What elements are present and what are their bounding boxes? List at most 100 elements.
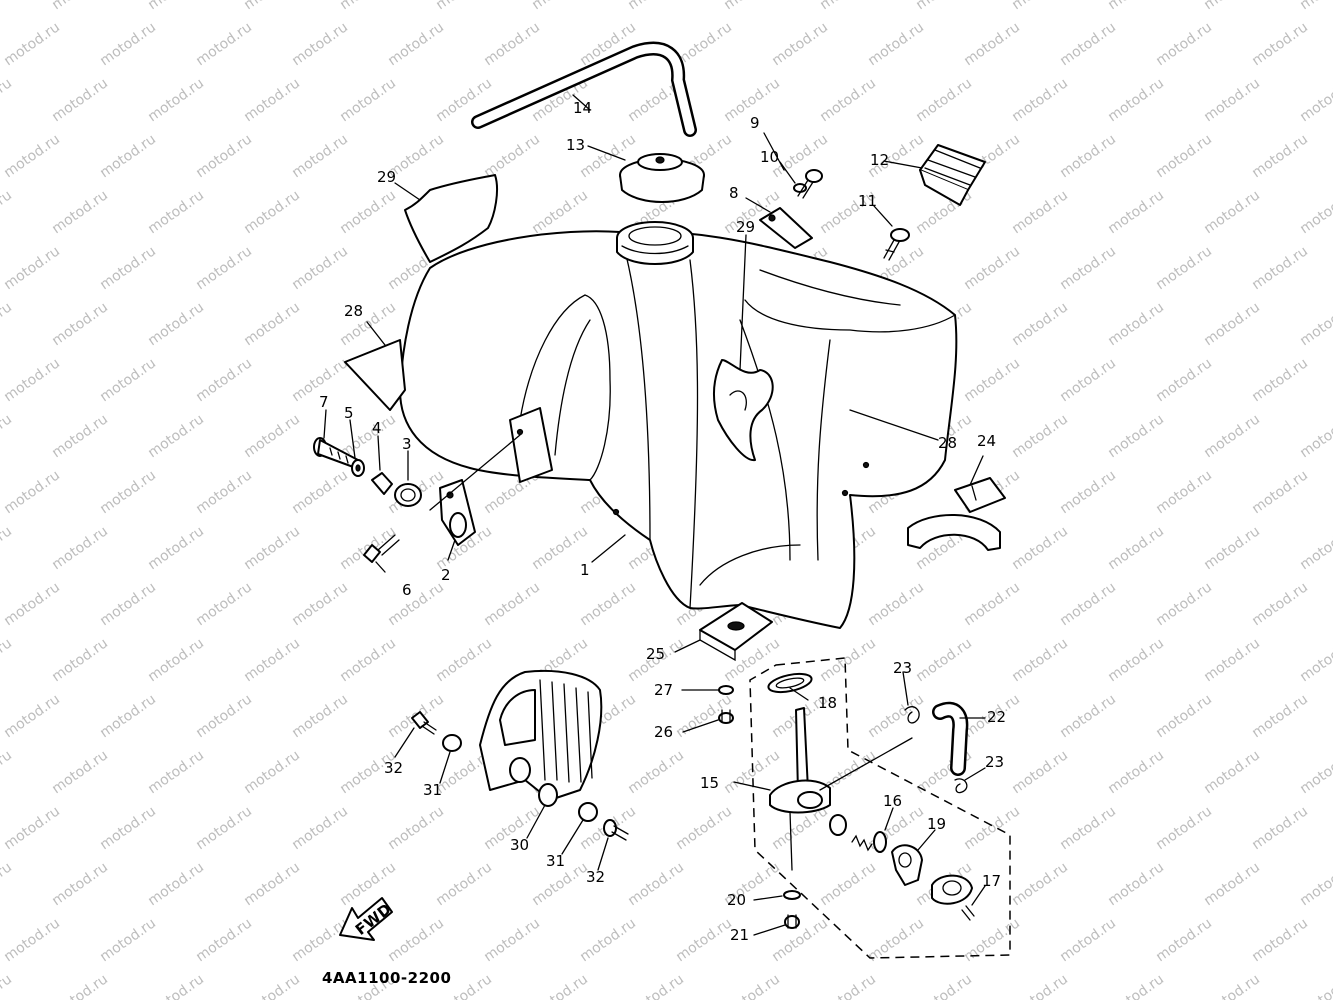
watermark-text: motod.ru: [337, 859, 399, 909]
watermark-text: motod.ru: [481, 915, 543, 965]
watermark-text: motod.ru: [0, 523, 15, 573]
watermark-text: motod.ru: [1057, 467, 1119, 517]
watermark-text: motod.ru: [1153, 467, 1215, 517]
watermark-text: motod.ru: [1249, 355, 1311, 405]
callout-23a: 23: [893, 659, 912, 677]
watermark-text: motod.ru: [1009, 971, 1071, 1000]
tank-bracket: [759, 207, 813, 249]
hose-clip-upper: [904, 706, 920, 724]
watermark-text: motod.ru: [1105, 747, 1167, 797]
watermark-text: motod.ru: [1201, 523, 1263, 573]
watermark-text: motod.ru: [1, 915, 63, 965]
callout-28a: 28: [344, 302, 363, 320]
watermark-text: motod.ru: [193, 243, 255, 293]
watermark-text: motod.ru: [1297, 859, 1333, 909]
decal-28: [344, 339, 406, 411]
watermark-text: motod.ru: [1249, 691, 1311, 741]
callout-6: 6: [402, 581, 412, 599]
watermark-text: motod.ru: [1, 355, 63, 405]
watermark-text: motod.ru: [865, 19, 927, 69]
watermark-text: motod.ru: [1297, 0, 1333, 13]
damper-rubber: [919, 144, 986, 206]
fuel-cock: [769, 707, 831, 871]
callout-14: 14: [573, 99, 592, 117]
watermark-text: motod.ru: [0, 747, 15, 797]
watermark-text: motod.ru: [1057, 803, 1119, 853]
o-ring-16: [873, 831, 887, 853]
watermark-text: motod.ru: [1009, 75, 1071, 125]
watermark-text: motod.ru: [481, 19, 543, 69]
watermark-text: motod.ru: [289, 803, 351, 853]
watermark-text: motod.ru: [289, 915, 351, 965]
watermark-text: motod.ru: [769, 915, 831, 965]
callout-2: 2: [441, 566, 451, 584]
watermark-text: motod.ru: [193, 691, 255, 741]
callout-10: 10: [760, 148, 779, 166]
watermark-text: motod.ru: [97, 691, 159, 741]
watermark-text: motod.ru: [193, 19, 255, 69]
watermark-text: motod.ru: [1105, 187, 1167, 237]
watermark-text: motod.ru: [1153, 131, 1215, 181]
watermark-text: motod.ru: [433, 859, 495, 909]
watermark-text: motod.ru: [193, 803, 255, 853]
watermark-text: motod.ru: [1249, 131, 1311, 181]
callout-20: 20: [727, 891, 746, 909]
watermark-text: motod.ru: [817, 859, 879, 909]
watermark-text: motod.ru: [625, 971, 687, 1000]
watermark-text: motod.ru: [577, 579, 639, 629]
watermark-text: motod.ru: [1153, 691, 1215, 741]
watermark-text: motod.ru: [49, 0, 111, 13]
gasket-16: [829, 814, 847, 836]
callout-31a: 31: [423, 781, 442, 799]
callout-26: 26: [654, 723, 673, 741]
callout-19: 19: [927, 815, 946, 833]
tank-stay-2: [439, 479, 476, 546]
watermark-text: motod.ru: [529, 187, 591, 237]
watermark-text: motod.ru: [865, 579, 927, 629]
callout-30: 30: [510, 836, 529, 854]
watermark-text: motod.ru: [0, 859, 15, 909]
watermark-text: motod.ru: [1297, 635, 1333, 685]
watermark-text: motod.ru: [673, 803, 735, 853]
callout-32a: 32: [384, 759, 403, 777]
o-ring-18: [767, 672, 813, 694]
watermark-text: motod.ru: [1153, 355, 1215, 405]
watermark-text: motod.ru: [1105, 75, 1167, 125]
fwd-arrow: [339, 897, 393, 941]
watermark-text: motod.ru: [913, 0, 975, 13]
watermark-text: motod.ru: [289, 243, 351, 293]
callout-4: 4: [372, 419, 382, 437]
watermark-text: motod.ru: [337, 187, 399, 237]
watermark-text: motod.ru: [1105, 971, 1167, 1000]
callout-13: 13: [566, 136, 585, 154]
watermark-text: motod.ru: [97, 131, 159, 181]
fuel-tank: [399, 221, 958, 629]
watermark-text: motod.ru: [1057, 355, 1119, 405]
screw-9: [797, 169, 823, 199]
watermark-text: motod.ru: [1201, 187, 1263, 237]
watermark-text: motod.ru: [241, 859, 303, 909]
callout-21: 21: [730, 926, 749, 944]
callout-23b: 23: [985, 753, 1004, 771]
watermark-text: motod.ru: [1201, 747, 1263, 797]
watermark-text: motod.ru: [769, 19, 831, 69]
watermark-text: motod.ru: [1009, 859, 1071, 909]
watermark-text: motod.ru: [145, 747, 207, 797]
watermark-text: motod.ru: [145, 971, 207, 1000]
watermark-text: motod.ru: [97, 803, 159, 853]
callout-8: 8: [729, 184, 739, 202]
seat-clamp: [907, 477, 1006, 551]
callout-1: 1: [580, 561, 590, 579]
watermark-text: motod.ru: [529, 0, 591, 13]
watermark-text: motod.ru: [1105, 0, 1167, 13]
watermark-text: motod.ru: [193, 579, 255, 629]
callout-9: 9: [750, 114, 760, 132]
collar-4: [371, 472, 393, 495]
watermark-text: motod.ru: [193, 915, 255, 965]
watermark-text: motod.ru: [193, 131, 255, 181]
watermark-text: motod.ru: [433, 635, 495, 685]
watermark-text: motod.ru: [865, 691, 927, 741]
watermark-text: motod.ru: [1201, 859, 1263, 909]
hose-clip-lower: [954, 778, 968, 794]
watermark-text: motod.ru: [1201, 635, 1263, 685]
